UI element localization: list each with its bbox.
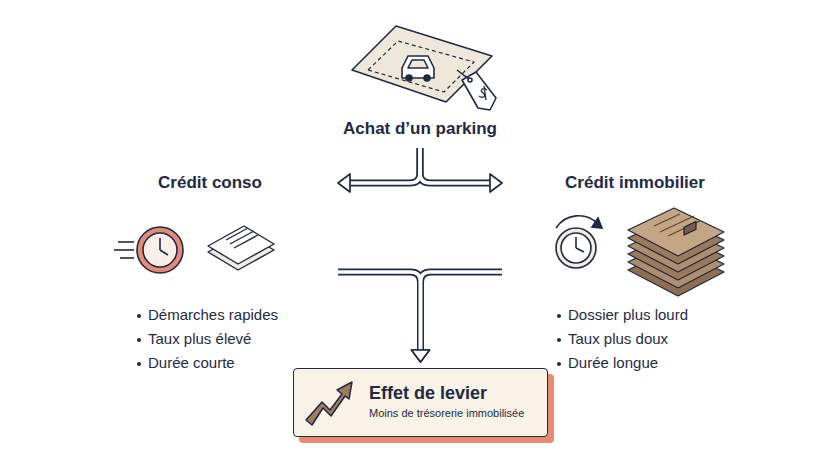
purchase-node: Achat d’un parking xyxy=(330,15,510,148)
result-subtitle: Moins de trésorerie immobilisée xyxy=(369,407,524,419)
result-heading: Effet de levier xyxy=(369,383,487,404)
bullet-text: Taux plus élevé xyxy=(148,330,251,347)
slow-clock-icon xyxy=(556,216,602,268)
connector-arrow xyxy=(421,272,503,350)
fast-clock-icon xyxy=(114,227,183,273)
option-heading: Crédit conso xyxy=(100,173,320,193)
connector-arrow xyxy=(338,272,421,350)
bullet-dot xyxy=(557,338,561,342)
bullet-dot xyxy=(137,362,141,366)
connector-arrow xyxy=(338,272,421,350)
result-box: Effet de levierMoins de trésorerie immob… xyxy=(293,368,548,437)
trend-arrow-icon xyxy=(306,382,352,425)
connector-arrow xyxy=(420,148,490,183)
option-group: Crédit immobilierDossier plus lourdTaux … xyxy=(510,168,760,378)
bullet-text: Durée courte xyxy=(148,354,235,371)
bullet-dot xyxy=(557,362,561,366)
document-stack-icon xyxy=(628,208,724,296)
arrow-head xyxy=(490,174,502,192)
bullet-text: Démarches rapides xyxy=(148,306,278,323)
parking-illustration xyxy=(352,26,496,110)
connector-heads xyxy=(338,174,502,362)
bullet-dot xyxy=(137,338,141,342)
connector-outlines xyxy=(338,148,502,350)
option-group: Crédit consoDémarches rapidesTaux plus é… xyxy=(100,168,330,378)
connector-arrow xyxy=(350,148,420,183)
bullet-text: Dossier plus lourd xyxy=(568,306,688,323)
arrow-head xyxy=(412,350,430,362)
connector-fills xyxy=(338,148,502,350)
papers-icon xyxy=(208,226,274,270)
connector-arrow xyxy=(420,148,490,183)
connector-arrow xyxy=(421,272,503,350)
bullet-dot xyxy=(557,314,561,318)
bullet-text: Taux plus doux xyxy=(568,330,668,347)
option-heading: Crédit immobilier xyxy=(510,173,760,193)
arrow-head xyxy=(412,350,430,362)
arrow-head xyxy=(338,174,350,192)
bullet-text: Durée longue xyxy=(568,354,658,371)
bullet-dot xyxy=(137,314,141,318)
connector-arrow xyxy=(350,148,420,183)
node-title: Achat d’un parking xyxy=(330,119,510,139)
